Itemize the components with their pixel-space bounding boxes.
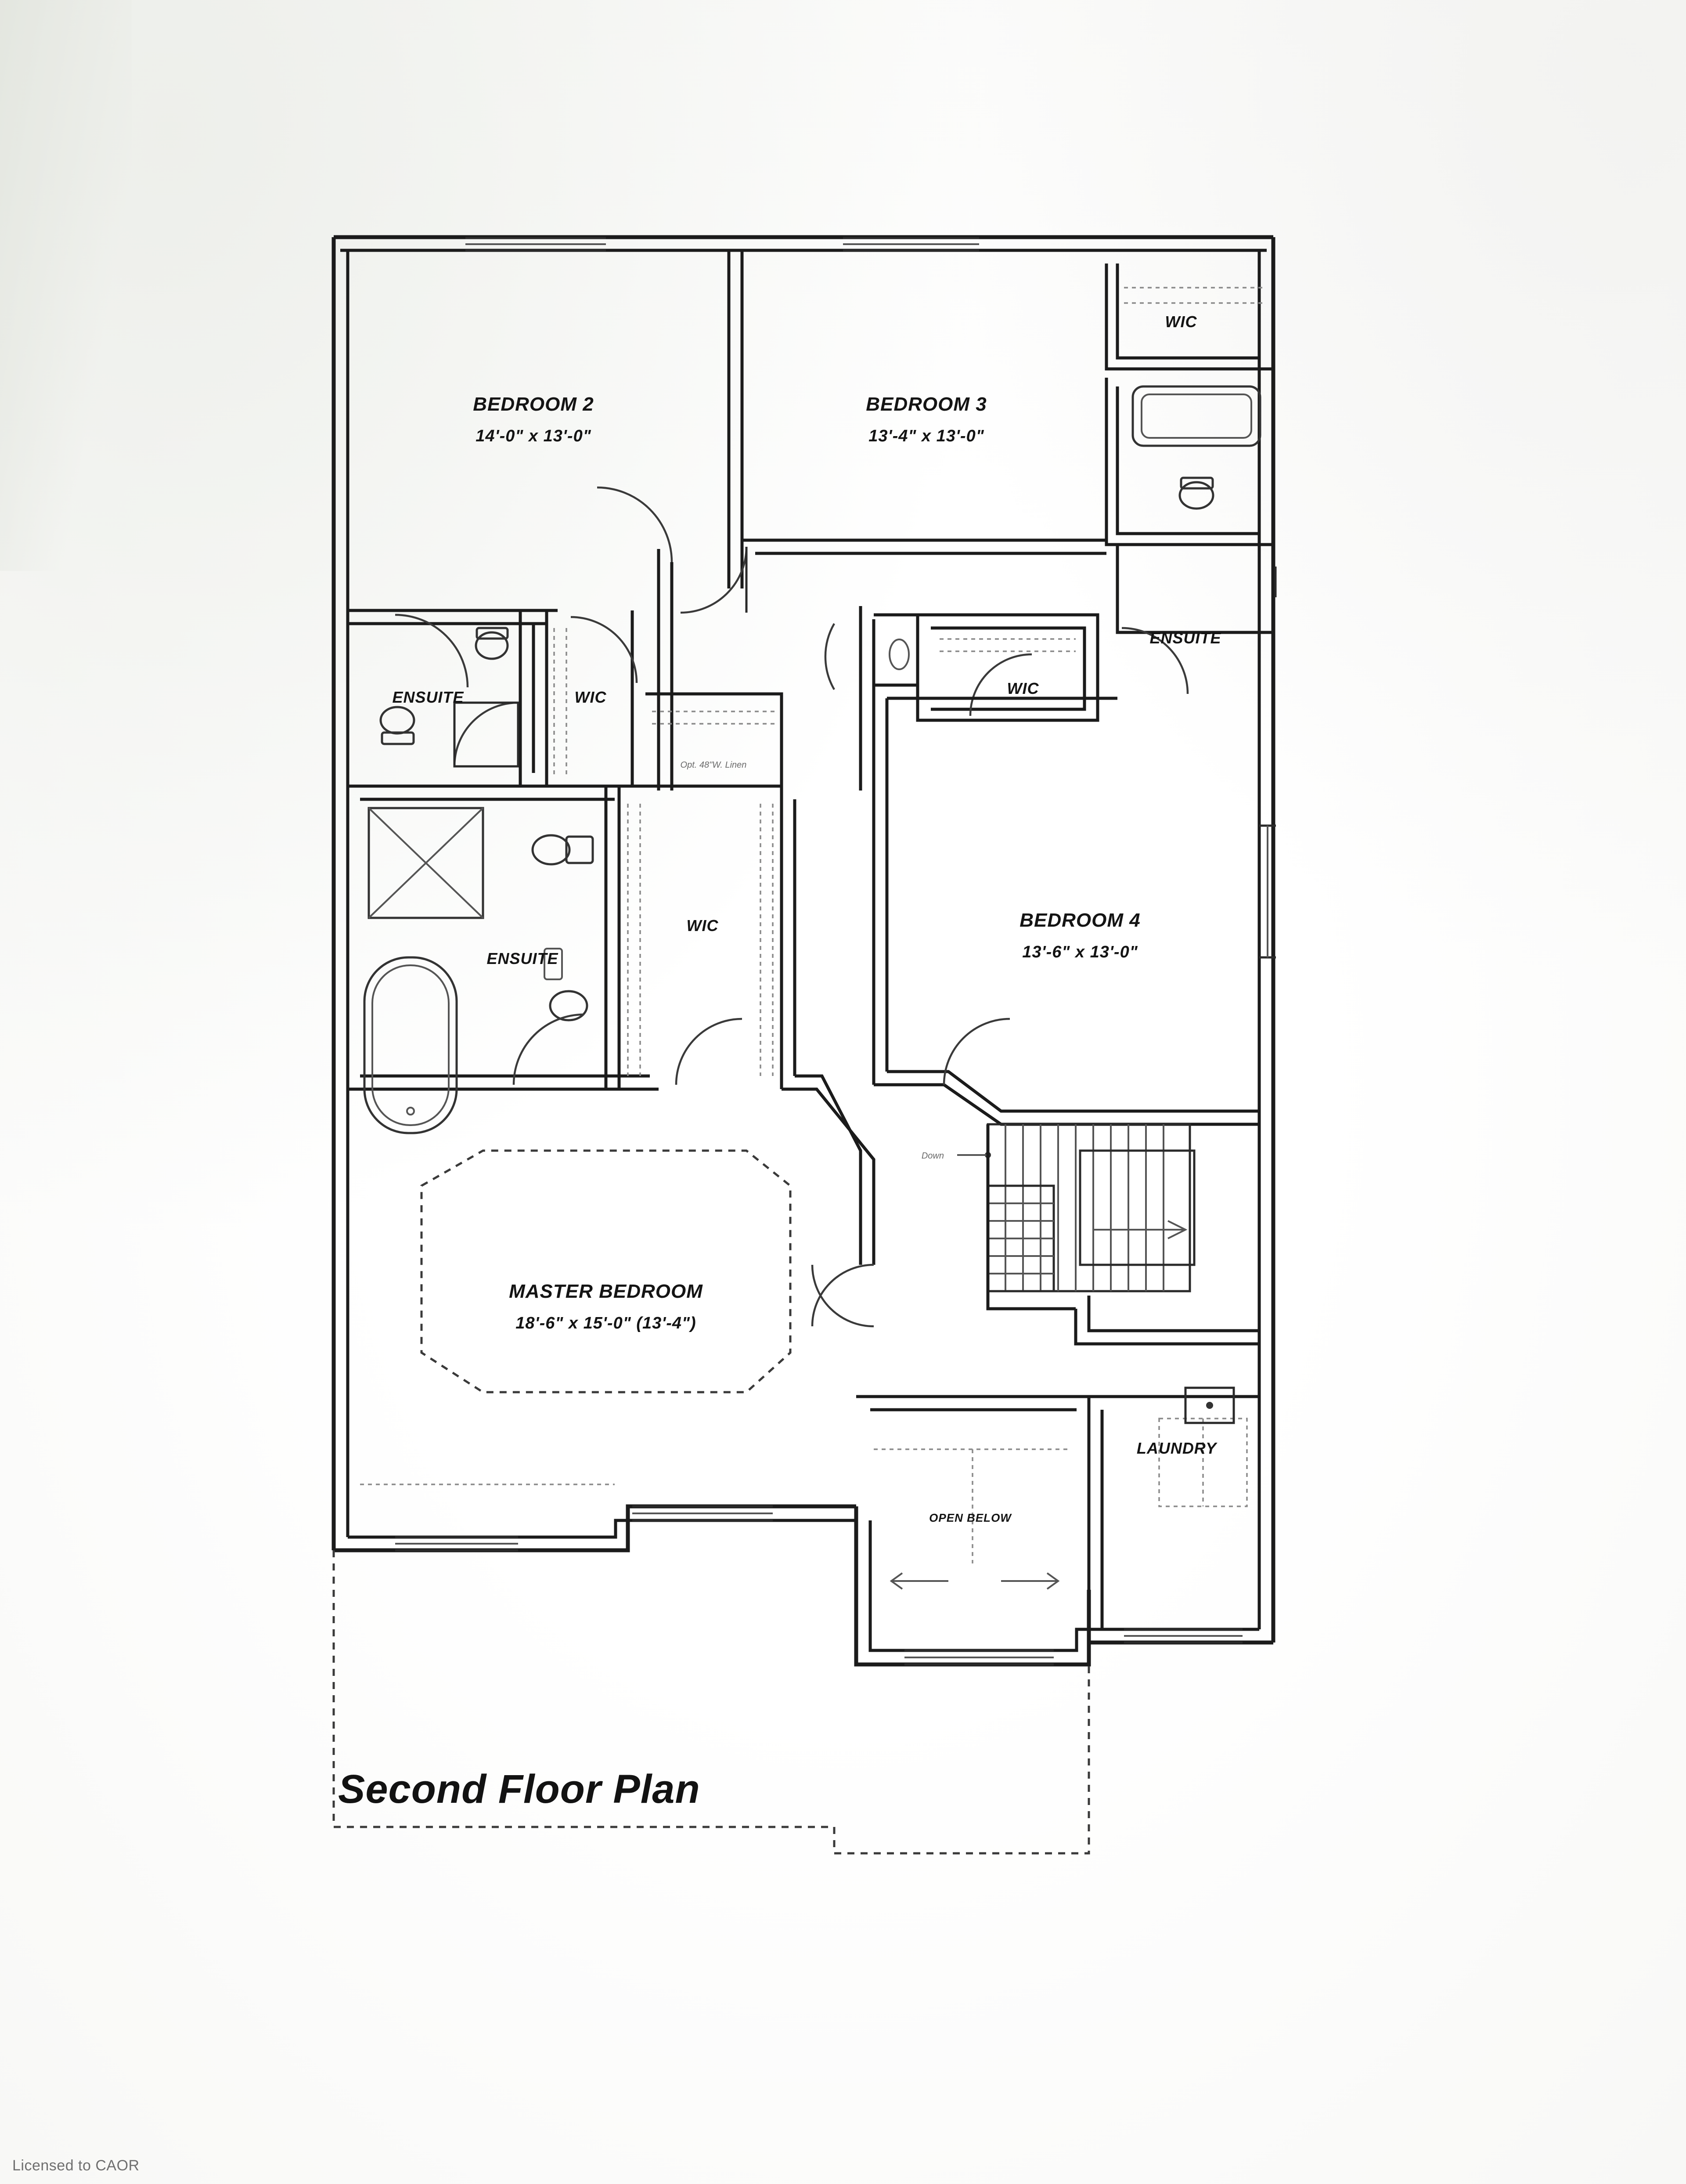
label-bedroom3-dim: 13'-4" x 13'-0" <box>868 427 984 445</box>
label-ensuite-bed2: ENSUITE <box>392 688 464 706</box>
window-icon <box>1259 824 1276 959</box>
label-ensuite-bed3: ENSUITE <box>1149 629 1221 647</box>
below-outline-dashed <box>332 1550 1090 1855</box>
window-icon <box>1124 1628 1243 1644</box>
label-open-below: OPEN BELOW <box>929 1511 1012 1524</box>
vestibule <box>824 613 918 690</box>
label-ensuite-master: ENSUITE <box>486 949 558 967</box>
room-labels: BEDROOM 2 14'-0" x 13'-0" BEDROOM 3 13'-… <box>392 313 1221 1524</box>
upper-right-ensuite-block <box>1105 264 1273 546</box>
label-bedroom3-name: BEDROOM 3 <box>866 393 987 415</box>
room-bedroom2 <box>348 237 744 625</box>
room-laundry <box>1087 1386 1259 1644</box>
room-bedroom4 <box>872 685 1276 1126</box>
direction-arrow-icon <box>890 1572 1060 1590</box>
label-stair-down: Down <box>922 1151 944 1161</box>
label-bedroom2-dim: 14'-0" x 13'-0" <box>476 427 591 445</box>
label-master-dim: 18'-6" x 15'-0" (13'-4") <box>515 1314 696 1332</box>
label-wic-bed2: WIC <box>575 688 607 706</box>
label-wic-bed3: WIC <box>1007 679 1039 697</box>
label-linen-note: Opt. 48"W. Linen <box>681 760 747 770</box>
window-icon <box>632 1505 773 1522</box>
closet-shelf-icon <box>652 711 777 725</box>
page-title: Second Floor Plan <box>338 1767 700 1812</box>
label-bedroom2-name: BEDROOM 2 <box>473 393 594 415</box>
label-bedroom4-name: BEDROOM 4 <box>1020 910 1140 931</box>
room-wic-bed3 <box>916 613 1099 722</box>
window-icon <box>395 1536 518 1552</box>
room-ensuite-master <box>348 784 782 1134</box>
room-ensuite-bed3 <box>1116 545 1277 694</box>
room-bedroom3 <box>680 237 1106 614</box>
window-icon <box>843 237 979 252</box>
window-icon <box>904 1649 1054 1666</box>
label-wic-top-right: WIC <box>1165 313 1197 331</box>
hallway <box>597 486 875 791</box>
linen-closet <box>645 692 783 788</box>
label-laundry: LAUNDRY <box>1137 1439 1218 1457</box>
label-wic-master: WIC <box>687 917 719 935</box>
open-below-void <box>856 1395 1089 1666</box>
stairs-icon <box>957 1123 1259 1346</box>
shower-icon <box>367 807 484 919</box>
room-wic-master <box>617 786 796 1089</box>
room-master-bedroom <box>360 1074 875 1552</box>
bathtub-icon <box>363 956 458 1134</box>
label-bedroom4-dim: 13'-6" x 13'-0" <box>1022 943 1138 961</box>
label-master-name: MASTER BEDROOM <box>509 1281 703 1302</box>
window-icon <box>465 237 606 252</box>
license-credit: Licensed to CAOR <box>12 2157 140 2174</box>
